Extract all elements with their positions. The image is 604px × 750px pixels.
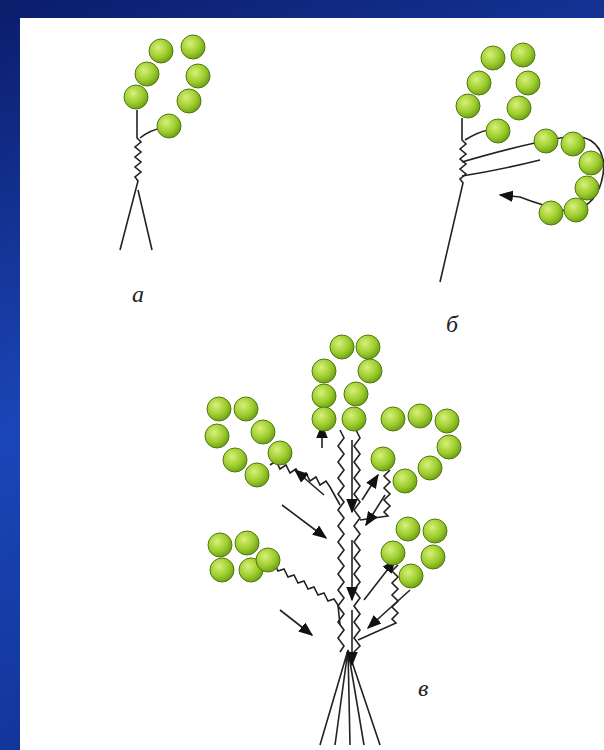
figure-letter: в bbox=[418, 676, 428, 700]
white-panel bbox=[20, 18, 604, 750]
figure-letter: б bbox=[446, 312, 458, 336]
figure-letter: а bbox=[132, 282, 144, 306]
